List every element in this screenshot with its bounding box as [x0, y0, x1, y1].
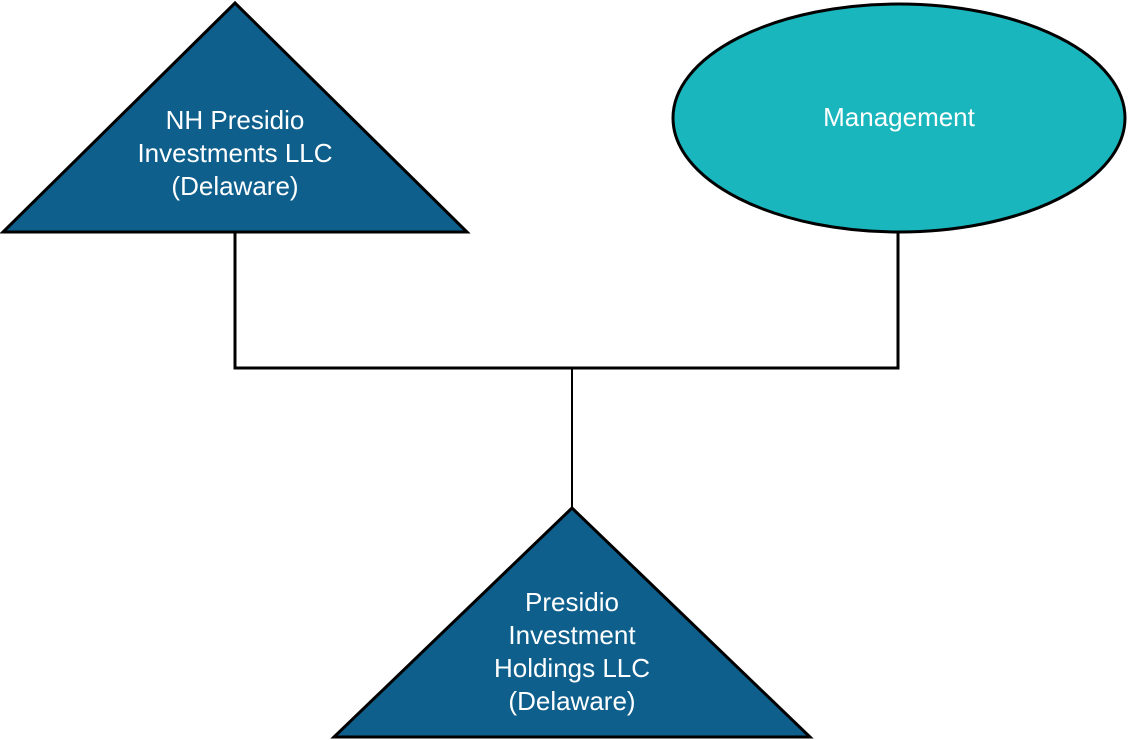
presidio-investment-holdings-label: Presidio Investment Holdings LLC (Delawa… [493, 587, 651, 716]
nh-presidio-investments-triangle [0, 0, 471, 234]
presidio-investment-holdings-triangle [330, 505, 814, 739]
nh-presidio-investments-label: NH Presidio Investments LLC (Delaware) [137, 105, 333, 201]
management-ellipse [671, 2, 1127, 234]
connector-tee-line [233, 229, 900, 370]
management-label: Management [823, 102, 975, 132]
